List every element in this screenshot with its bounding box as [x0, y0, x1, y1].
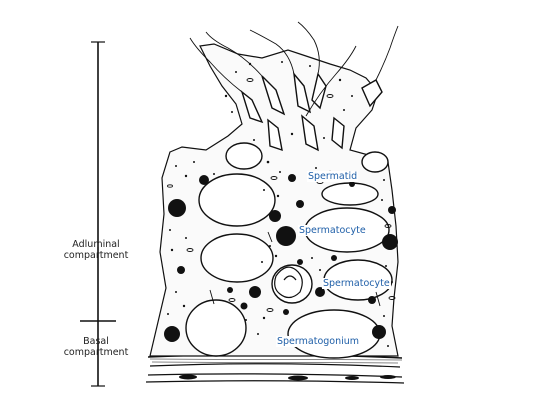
spermatid-label: Spermatid: [307, 171, 359, 182]
spermatocyte-label-upper: Spermatocyte: [298, 225, 367, 236]
elongated-spermatids: [240, 71, 383, 152]
spermatogonium-label: Spermatogonium: [276, 336, 361, 347]
basal-compartment-label: Basal compartment: [63, 336, 129, 358]
spermatocyte-label-lower: Spermatocyte: [322, 278, 391, 289]
myoid-cell-nuclei: [179, 374, 396, 381]
organelles: [167, 78, 396, 312]
sperm-tails: [189, 21, 399, 117]
germ-cells: [185, 142, 393, 359]
adluminal-compartment-label: Adluminal compartment: [63, 239, 129, 261]
dark-nuclei: [164, 174, 398, 342]
